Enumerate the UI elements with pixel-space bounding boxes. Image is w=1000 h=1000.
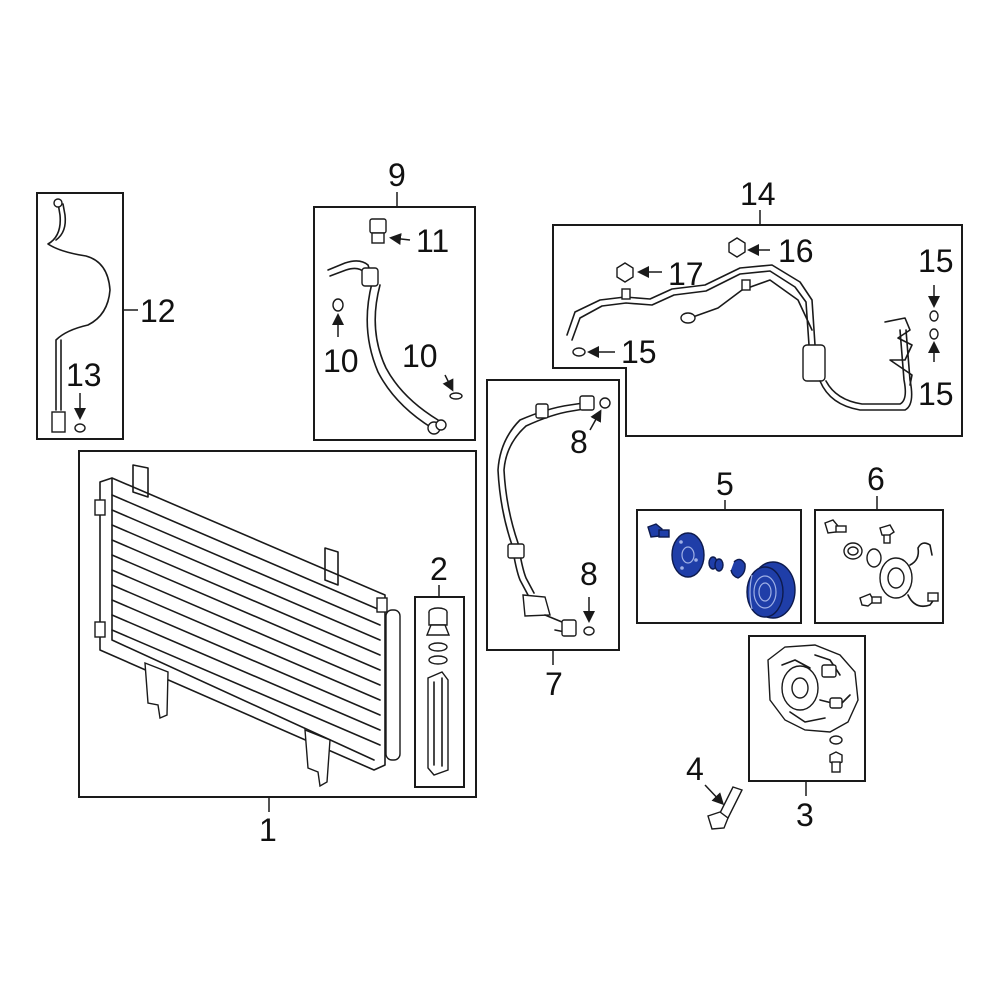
- callout-14: 14: [740, 176, 776, 212]
- group-2-box: [414, 596, 465, 788]
- bolt-head: [707, 811, 729, 830]
- pressure-sensor-11: [369, 218, 387, 234]
- o-ring-10b: [449, 392, 463, 400]
- callout-4: 4: [686, 751, 704, 787]
- callout-9: 9: [388, 157, 406, 193]
- o-ring-10a: [332, 298, 344, 312]
- group-1-condenser: 1: [78, 450, 477, 848]
- callout-15c: 15: [918, 376, 954, 412]
- group-6-field-coil: 6: [814, 461, 944, 624]
- nut-17: [616, 262, 634, 283]
- callout-8b: 8: [580, 556, 598, 592]
- callout-5: 5: [716, 466, 734, 502]
- snap-ring: [730, 558, 746, 579]
- group-7-box: [486, 379, 620, 651]
- liquid-line-part: [47, 202, 111, 411]
- group-5-compressor-clutch: 5: [636, 466, 802, 624]
- hose-9: [366, 282, 433, 429]
- callout-10b: 10: [402, 338, 438, 374]
- pipe-14: [566, 264, 816, 346]
- o-ring-15a: [572, 347, 586, 357]
- group-14-box: [552, 224, 963, 437]
- callout-7: 7: [545, 666, 563, 702]
- desiccant-bag: [427, 671, 449, 776]
- o-ring-13: [74, 423, 86, 433]
- callout-13: 13: [66, 357, 102, 393]
- callout-17: 17: [668, 256, 704, 292]
- callout-8a: 8: [570, 424, 588, 460]
- group-3-box: [748, 635, 866, 782]
- o-ring-15b: [929, 310, 939, 322]
- o-ring-15c: [929, 328, 939, 340]
- callout-11: 11: [416, 223, 449, 259]
- condenser-fins: [111, 494, 381, 746]
- callout-1: 1: [259, 812, 277, 848]
- callout-6: 6: [867, 461, 885, 497]
- callout-2: 2: [430, 551, 448, 587]
- callout-3: 3: [796, 797, 814, 833]
- group-9-box: [313, 206, 476, 441]
- group-9-hose: 9 11 10 10: [313, 157, 476, 441]
- group-14-suction-line: 14 16 17 15 15 15: [552, 176, 963, 437]
- o-ring-8b: [583, 626, 595, 636]
- nut-16: [728, 237, 746, 258]
- o-ring-8a: [599, 397, 611, 409]
- callout-12: 12: [140, 293, 176, 329]
- callout-10a: 10: [323, 343, 359, 379]
- group-1-box: [78, 450, 477, 798]
- callout-15b: 15: [918, 243, 954, 279]
- group-6-box: [814, 509, 944, 624]
- group-7-discharge-hose: 8 8 7: [486, 379, 620, 702]
- group-2-desiccant: 2: [414, 551, 465, 788]
- group-3-compressor: 3: [748, 635, 866, 833]
- callout-16: 16: [778, 233, 814, 269]
- callout-15a: 15: [621, 334, 657, 370]
- clutch-plate: [671, 532, 705, 578]
- part-4-bolt: 4: [686, 751, 743, 830]
- group-12-box: [36, 192, 124, 440]
- group-5-box: [636, 509, 802, 624]
- group-12-liquid-line: 12 13: [36, 192, 176, 440]
